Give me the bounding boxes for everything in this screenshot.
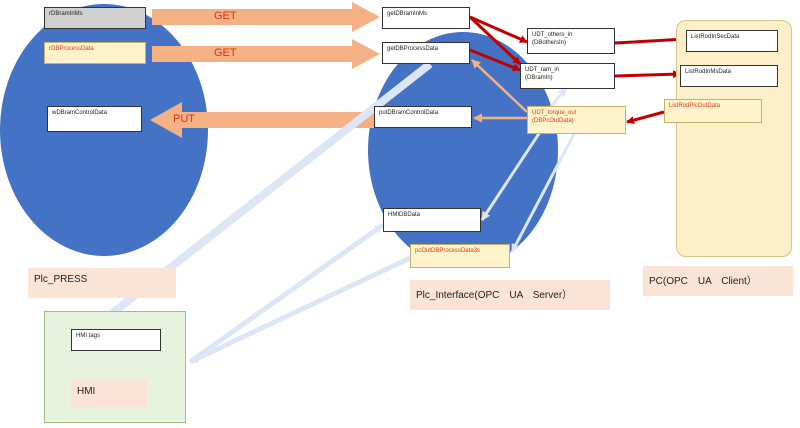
box-getdbprocessdata: getDBProcessData bbox=[382, 42, 470, 64]
box-listrodinmsdata: ListRodInMsData bbox=[680, 65, 778, 87]
get-arrow-2 bbox=[152, 39, 380, 69]
box-listrodinsecdata: ListRodInSecData bbox=[686, 30, 778, 52]
plc-interface-label: Plc_Interface(OPC UA Server） bbox=[410, 280, 610, 310]
box-hmidbdata: HMIDBData bbox=[383, 208, 481, 232]
hmi-label: HMI bbox=[71, 380, 147, 408]
pc-label: PC(OPC UA Client） bbox=[643, 266, 793, 296]
light-arrow-udttorque-to-udtram bbox=[548, 87, 568, 109]
red-arrow-getram-to-udtram bbox=[468, 15, 522, 66]
box-listrodplcoutdata: ListRodPlcOutData bbox=[664, 99, 762, 123]
box-udt-others-in: UDT_others_in (DBothersIn) bbox=[527, 28, 615, 54]
light-arrow-hmi-to-hmidb bbox=[188, 222, 385, 365]
get-label-2: GET bbox=[214, 47, 237, 59]
box-getdbraminms: getDBramInMs bbox=[382, 7, 470, 29]
udt-others-in-db: (DBothersIn) bbox=[532, 39, 567, 46]
red-arrow-udtram-to-listms bbox=[614, 70, 681, 79]
red-arrow-listplc-to-udttorque bbox=[626, 110, 665, 125]
box-rdbraminms: rDBramInMs bbox=[44, 7, 146, 29]
udt-torque-out-db: (DBPcOutData) bbox=[532, 117, 574, 124]
udt-ram-in-name: UDT_ram_in bbox=[525, 67, 560, 73]
light-arrow-udttorque-to-hmidb bbox=[480, 131, 542, 221]
light-arrow-udttorque-to-pcout bbox=[510, 131, 577, 253]
pink-arrow-udttorque-to-getproc bbox=[471, 59, 528, 113]
plc-press-label: Plc_PRESS bbox=[28, 268, 176, 298]
get-arrow-1 bbox=[152, 2, 380, 32]
light-arrow-pcout-to-hmi bbox=[188, 255, 412, 365]
get-label-1: GET bbox=[214, 10, 237, 22]
box-udt-ram-in: UDT_ram_in (DBramIn) bbox=[520, 63, 615, 89]
udt-torque-out-name: UDT_torque_out bbox=[532, 110, 577, 116]
red-arrow-udtothers-to-listsec bbox=[614, 35, 687, 45]
box-hmi-tags: HMI tags bbox=[71, 329, 161, 351]
pc-panel bbox=[676, 20, 792, 257]
box-udt-torque-out: UDT_torque_out (DBPcOutData) bbox=[527, 106, 626, 134]
box-pcoutdbprocessdata: pcOutDBProcessData3s bbox=[410, 244, 510, 268]
box-wdbramcontroldata: wDBramControlData bbox=[47, 106, 142, 132]
red-arrow-getproc-to-udtram bbox=[469, 48, 521, 72]
udt-others-in-name: UDT_others_in bbox=[532, 32, 573, 38]
put-arrow bbox=[150, 102, 380, 138]
box-rdbprocessdata: rDBProcessData bbox=[44, 42, 146, 64]
udt-ram-in-db: (DBramIn) bbox=[525, 74, 553, 81]
box-putdbramcontroldata: putDBramControlData bbox=[374, 106, 472, 128]
put-label: PUT bbox=[173, 113, 195, 125]
red-arrow-getram-to-udtothers bbox=[469, 15, 528, 44]
